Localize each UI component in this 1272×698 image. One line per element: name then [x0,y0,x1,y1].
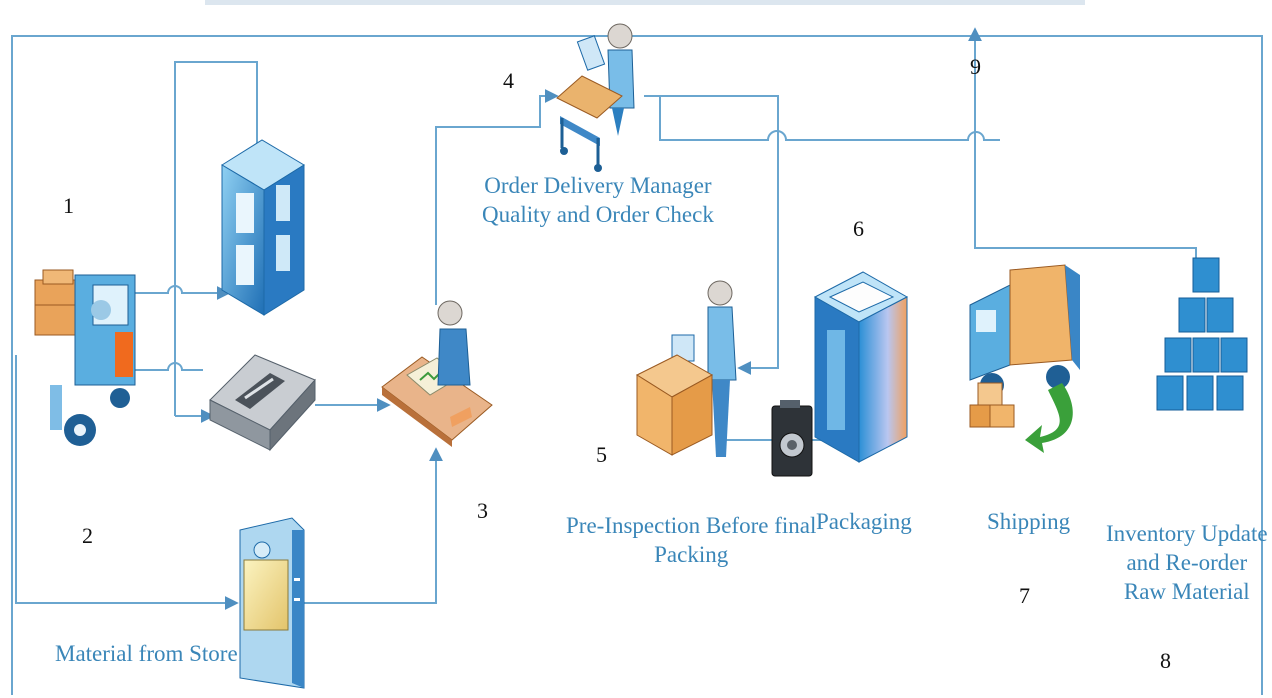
step-number-2: 2 [82,523,93,548]
label-order-delivery-manager: Order Delivery Manager Quality and Order… [482,172,714,230]
conveyor-tray-icon [209,354,316,452]
inventory-stack-icon [1156,257,1248,411]
label-pre-inspection-line-1: Pre-Inspection Before final [566,513,817,538]
forklift-icon [34,269,136,446]
step-number-7: 7 [1019,583,1030,608]
step-number-8: 8 [1160,648,1171,673]
cart-worker-icon [556,23,635,172]
label-inventory-update: Inventory Update and Re-order Raw Materi… [1106,520,1268,606]
label-shipping: Shipping [987,509,1071,534]
label-pre-inspection-line-2: Packing [654,541,729,567]
storage-cabinet-icon [239,517,305,689]
delivery-truck-icon [969,264,1080,453]
inspector-box-icon [635,280,737,457]
desk-worker-icon [381,300,493,447]
warehouse-block-icon [221,139,305,316]
label-order-delivery-line-1: Order Delivery Manager [484,173,712,198]
packaging-frame-icon [813,271,909,463]
label-packaging: Packaging [816,509,912,534]
outer-flow-frame [11,35,1263,695]
step-number-4: 4 [503,68,514,93]
camera-icon [771,400,813,477]
label-inventory-line-1: Inventory Update [1106,521,1268,546]
label-pre-inspection: Pre-Inspection Before final Packing [566,512,816,570]
step-number-9: 9 [970,54,981,79]
step-number-6: 6 [853,216,864,241]
label-inventory-line-3: Raw Material [1123,578,1250,604]
label-order-delivery-line-2: Quality and Order Check [482,201,714,227]
cropped-title-residue [205,0,1085,5]
label-inventory-line-2: and Re-order [1126,549,1248,575]
label-material-from-store: Material from Store [55,641,238,666]
step-number-1: 1 [63,193,74,218]
step-number-5: 5 [596,442,607,467]
step-number-3: 3 [477,498,488,523]
